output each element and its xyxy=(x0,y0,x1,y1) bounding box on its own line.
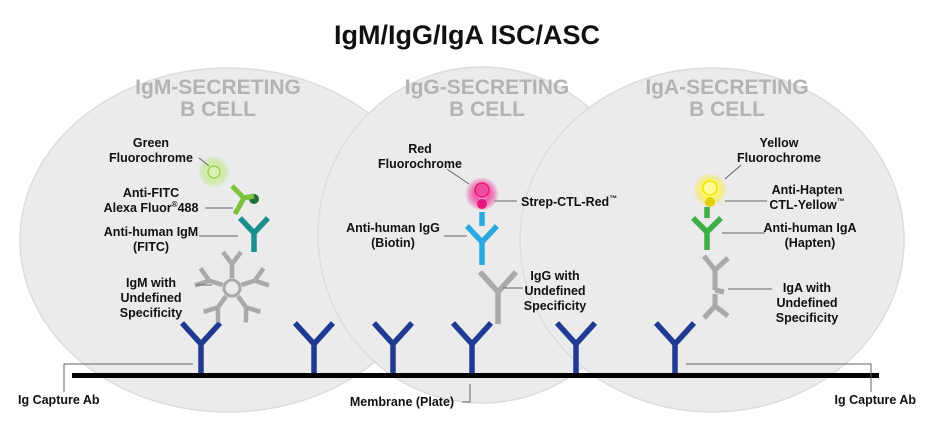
iga-b-cell xyxy=(519,67,905,413)
igg-cell-title: IgG-SECRETING xyxy=(405,76,570,99)
yellow-fluorochrome-label-2: Fluorochrome xyxy=(737,151,821,165)
anti-hapten-label: Anti-Hapten xyxy=(772,183,843,197)
igm-with-label: IgM with xyxy=(126,276,176,290)
igm-with-label-3: Specificity xyxy=(120,306,183,320)
yellow-fluorochrome xyxy=(702,180,718,196)
igg-with-label: IgG with xyxy=(530,269,579,283)
page-title: IgM/IgG/IgA ISC/ASC xyxy=(334,20,600,50)
red-fluorochrome-label-2: Fluorochrome xyxy=(378,157,462,171)
igg-cell-subtitle: B CELL xyxy=(449,98,525,121)
igm-pentamer xyxy=(194,250,270,323)
anti-igm-label: Anti-human IgM xyxy=(104,225,198,239)
capture-ab-3 xyxy=(371,321,415,373)
igm-cell-title: IgM-SECRETING xyxy=(135,76,301,99)
strep-ctl-red-label: Strep-CTL-Red™ xyxy=(521,194,617,209)
anti-fitc-label-2: Alexa Fluor®488 xyxy=(104,200,199,215)
capture-antibodies xyxy=(179,321,697,373)
igg-with-label-2: Undefined xyxy=(524,284,585,298)
membrane-plate xyxy=(72,373,879,378)
igg-labels: Red Fluorochrome Strep-CTL-Red™ Anti-hum… xyxy=(346,142,617,313)
anti-igg-label: Anti-human IgG xyxy=(346,221,440,235)
anti-fitc-label: Anti-FITC xyxy=(123,186,179,200)
iga-with-label: IgA with xyxy=(783,281,831,295)
b-cells xyxy=(19,66,905,413)
anti-fitc-antibody xyxy=(230,184,255,216)
capture-ab-6 xyxy=(653,321,697,373)
anti-iga-label-2: (Hapten) xyxy=(785,236,836,250)
iga-cell-subtitle: B CELL xyxy=(689,98,765,121)
green-fluorochrome-label: Green xyxy=(133,136,169,150)
igm-labels: Green Fluorochrome Anti-FITC Alexa Fluor… xyxy=(104,136,199,320)
red-fluorochrome xyxy=(474,182,490,198)
anti-igm-antibody xyxy=(237,216,271,252)
capture-ab-1 xyxy=(179,321,223,373)
ctl-yellow xyxy=(705,197,715,207)
green-fluorochrome-label-2: Fluorochrome xyxy=(109,151,193,165)
anti-iga-label: Anti-human IgA xyxy=(763,221,856,235)
capture-ab-5 xyxy=(554,321,598,373)
iga-cell-title: IgA-SECRETING xyxy=(645,76,808,99)
streptavidin xyxy=(477,199,487,209)
capture-ab-2 xyxy=(292,321,336,373)
anti-iga-antibody xyxy=(691,207,723,250)
anti-igg-antibody xyxy=(464,212,500,265)
membrane-label: Membrane (Plate) xyxy=(350,395,454,409)
capture-ab-4 xyxy=(450,321,494,373)
anti-igg-label-2: (Biotin) xyxy=(371,236,415,250)
iga-dimer xyxy=(702,254,730,320)
green-fluorochrome xyxy=(207,165,221,179)
iga-labels: Yellow Fluorochrome Anti-Hapten CTL-Yell… xyxy=(737,136,857,325)
anti-hapten-label-2: CTL-Yellow™ xyxy=(769,197,844,212)
anti-igm-label-2: (FITC) xyxy=(133,240,169,254)
igg-with-label-3: Specificity xyxy=(524,299,587,313)
leader-lines xyxy=(63,157,872,403)
iga-with-label-2: Undefined xyxy=(776,296,837,310)
capture-ab-label-right: Ig Capture Ab xyxy=(835,393,917,407)
igm-cell-subtitle: B CELL xyxy=(180,98,256,121)
red-fluorochrome-label: Red xyxy=(408,142,432,156)
capture-ab-label-left: Ig Capture Ab xyxy=(18,393,100,407)
iga-with-label-3: Specificity xyxy=(776,311,839,325)
igg-undefined xyxy=(477,270,519,324)
igm-with-label-2: Undefined xyxy=(120,291,181,305)
yellow-fluorochrome-label: Yellow xyxy=(760,136,799,150)
